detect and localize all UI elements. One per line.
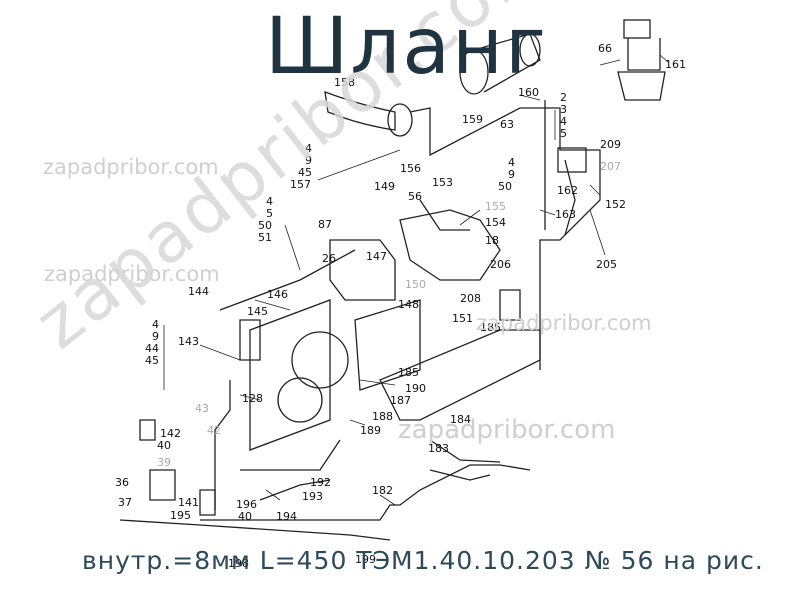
callout: 4 <box>508 156 515 169</box>
callout: 148 <box>398 298 419 311</box>
callout: 147 <box>366 250 387 263</box>
callout: 190 <box>405 382 426 395</box>
callout: 145 <box>247 305 268 318</box>
callout: 205 <box>596 258 617 271</box>
watermark: zapadpribor.com <box>398 415 616 445</box>
callout: 184 <box>450 413 471 426</box>
right-pipe <box>544 100 576 236</box>
callout: 45 <box>145 354 159 367</box>
watermark: zapadpribor.com <box>44 262 220 286</box>
callout: 188 <box>372 410 393 423</box>
callout: 44 <box>145 342 159 355</box>
callout: 150 <box>405 278 426 291</box>
part-caption: внутр.=8мм L=450 ТЭМ1.40.10.203 № 56 на … <box>82 546 764 575</box>
callout: 40 <box>157 439 171 452</box>
callout: 154 <box>485 216 506 229</box>
callout: 185 <box>398 366 419 379</box>
callout: 194 <box>276 510 297 523</box>
horn-drawing <box>324 91 431 150</box>
watermark: zapadpribor.com <box>43 155 219 179</box>
callout: 4 <box>560 115 567 128</box>
callout: 5 <box>266 207 273 220</box>
callout: 153 <box>432 176 453 189</box>
callout: 185 <box>480 321 501 334</box>
callout-labels: 66 161 158 159 160 63 2 3 4 5 209 207 4 … <box>115 42 686 570</box>
callout: 149 <box>374 180 395 193</box>
callout: 151 <box>452 312 473 325</box>
callout: 56 <box>408 190 422 203</box>
callout: 157 <box>290 178 311 191</box>
callout: 199 <box>355 553 376 566</box>
callout: 155 <box>485 200 506 213</box>
callout: 159 <box>462 113 483 126</box>
callout: 146 <box>267 288 288 301</box>
callout: 18 <box>485 234 499 247</box>
callout: 207 <box>600 160 621 173</box>
callout: 9 <box>152 330 159 343</box>
callout: 198 <box>228 557 249 570</box>
callout: 36 <box>115 476 129 489</box>
callout: 4 <box>266 195 273 208</box>
callout: 160 <box>518 86 539 99</box>
callout: 3 <box>560 103 567 116</box>
watermark: zapadpribor.com <box>476 311 652 335</box>
callout: 87 <box>318 218 332 231</box>
callout: 187 <box>390 394 411 407</box>
callout: 183 <box>428 442 449 455</box>
callout: 128 <box>242 392 263 405</box>
callout: 206 <box>490 258 511 271</box>
block-209 <box>557 147 587 173</box>
callout: 9 <box>508 168 515 181</box>
cylinder-drawing <box>459 33 541 95</box>
callout: 143 <box>178 335 199 348</box>
callout: 66 <box>598 42 612 55</box>
valve-drawing <box>617 19 666 101</box>
lower-pipe <box>200 464 531 521</box>
callout: 40 <box>238 510 252 523</box>
callout: 158 <box>334 76 355 89</box>
callout: 45 <box>298 166 312 179</box>
callout: 9 <box>305 154 312 167</box>
callout: 63 <box>500 118 514 131</box>
callout: 141 <box>178 496 199 509</box>
bottom-pipe <box>119 519 391 541</box>
callout: 208 <box>460 292 481 305</box>
upper-pipe <box>429 107 601 370</box>
callout: 37 <box>118 496 132 509</box>
callout: 189 <box>360 424 381 437</box>
callout: 42 <box>207 424 221 437</box>
callout: 5 <box>560 127 567 140</box>
callout: 39 <box>157 456 171 469</box>
main-assembly-drawing <box>219 199 541 451</box>
callout: 43 <box>195 402 209 415</box>
callout: 156 <box>400 162 421 175</box>
callout: 142 <box>160 427 181 440</box>
callout: 192 <box>310 476 331 489</box>
callout: 4 <box>305 142 312 155</box>
callout: 50 <box>258 219 272 232</box>
callout: 196 <box>236 498 257 511</box>
callout: 162 <box>557 184 578 197</box>
pipe-183 <box>429 439 501 481</box>
callout: 50 <box>498 180 512 193</box>
callout: 163 <box>555 208 576 221</box>
leader-lines <box>163 54 669 506</box>
page-title: Шланг <box>265 2 549 92</box>
callout: 161 <box>665 58 686 71</box>
callout: 195 <box>170 509 191 522</box>
callout: 2 <box>560 91 567 104</box>
callout: 193 <box>302 490 323 503</box>
callout: 152 <box>605 198 626 211</box>
callout: 26 <box>322 252 336 265</box>
callout: 182 <box>372 484 393 497</box>
callout: 51 <box>258 231 272 244</box>
callout: 144 <box>188 285 209 298</box>
callout: 209 <box>600 138 621 151</box>
lower-left-parts <box>139 419 216 516</box>
callout: 4 <box>152 318 159 331</box>
